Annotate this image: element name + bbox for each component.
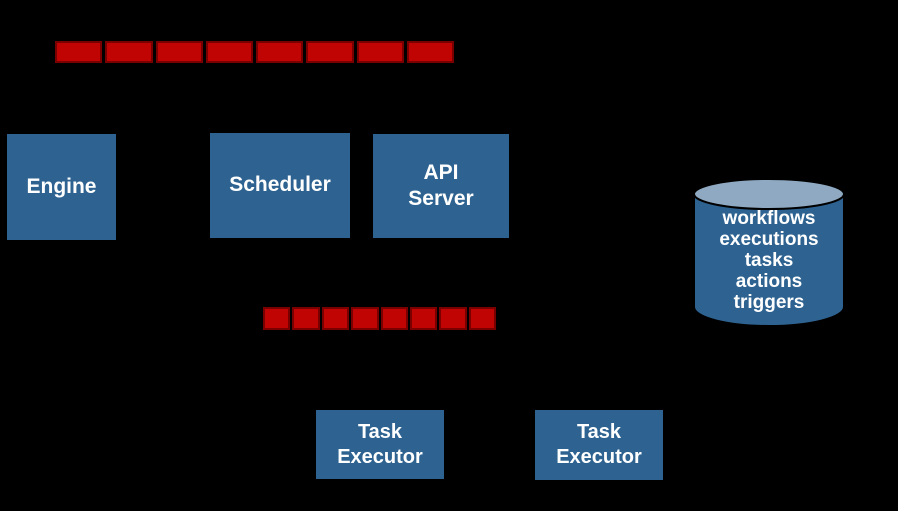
database-item: triggers [733,292,805,313]
database-item: executions [719,229,819,250]
cylinder-top-ellipse [693,178,845,210]
task-executor-box-2: Task Executor [535,410,663,480]
queue-segment [292,307,320,330]
queue-segment [406,41,454,63]
queue-segment [306,41,354,63]
queue-segment [468,307,496,330]
task-executor-box-1: Task Executor [316,410,444,479]
queue-segment [263,307,291,330]
engine-box: Engine [7,134,116,240]
queue-segment [409,307,438,330]
queue-segment [439,307,467,330]
api-server-box: API Server [373,134,509,238]
queue-segment [105,41,153,63]
message-queue-top [55,41,454,63]
queue-segment [155,41,203,63]
scheduler-box: Scheduler [210,133,350,238]
database-item: tasks [744,250,794,271]
database-items: workflows executions tasks actions trigg… [693,208,845,313]
queue-segment [205,41,253,63]
queue-segment [256,41,304,63]
database-item: workflows [722,208,816,229]
queue-segment [356,41,404,63]
task-queue-middle [263,307,496,330]
database-item: actions [735,271,803,292]
queue-segment [351,307,379,330]
database-cylinder [693,178,845,328]
queue-segment [55,41,103,63]
cylinder-body [693,193,845,327]
queue-segment [380,307,408,330]
database-cylinder-shape [693,178,845,327]
queue-segment [321,307,350,330]
